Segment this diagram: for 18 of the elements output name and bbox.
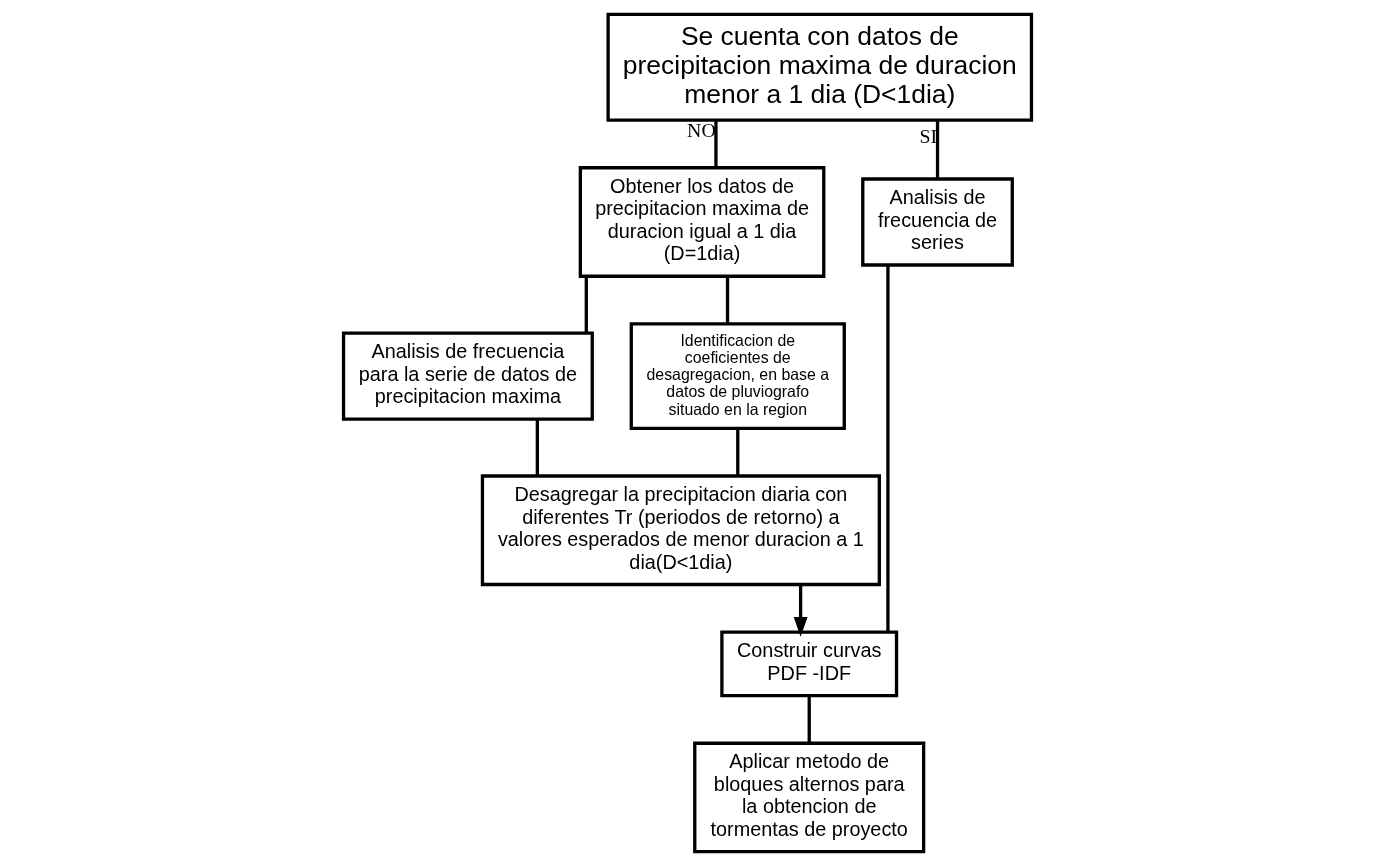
node-box: Se cuenta con datos de precipitacion maxima de duracion menor a 1 dia (D<1dia) bbox=[605, 12, 1033, 122]
arrow bbox=[793, 584, 808, 637]
node-box: Analisis de frecuencia de series bbox=[860, 176, 1014, 267]
connector bbox=[735, 428, 739, 476]
node-box: Construir curvas PDF -IDF bbox=[719, 629, 898, 697]
connector bbox=[885, 264, 890, 632]
node-box: Analisis de frecuencia para la serie de datos de precipitacion maxima bbox=[341, 330, 594, 421]
connector bbox=[935, 119, 939, 179]
node-box: Desagregar la precipitacion diaria con diferentes Tr (periodos de retorno) a valores esperados de menor duracion a 1 dia(D<1dia) bbox=[480, 473, 881, 586]
connector bbox=[535, 418, 539, 476]
node-box: Identificacion de coeficientes de desagregacion, en base a datos de pluviografo situado en la region bbox=[629, 321, 846, 430]
connector bbox=[713, 119, 718, 168]
connector bbox=[584, 275, 588, 333]
node-box: Aplicar metodo de bloques alternos para la obtencion de tormentas de proyecto bbox=[692, 741, 925, 853]
edge-label: SI bbox=[918, 124, 937, 147]
connector bbox=[725, 275, 729, 324]
connector bbox=[807, 695, 811, 743]
node-box: Obtener los datos de precipitacion maxima de duracion igual a 1 dia (D=1dia) bbox=[578, 165, 825, 278]
